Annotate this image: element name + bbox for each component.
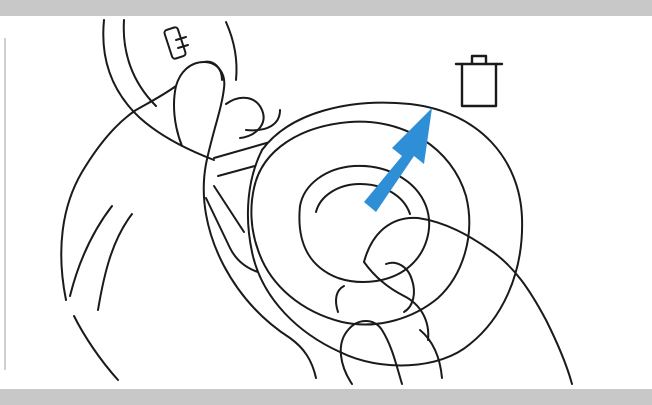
bottom-frame-bar xyxy=(0,389,652,405)
trash-can-icon xyxy=(456,56,502,106)
